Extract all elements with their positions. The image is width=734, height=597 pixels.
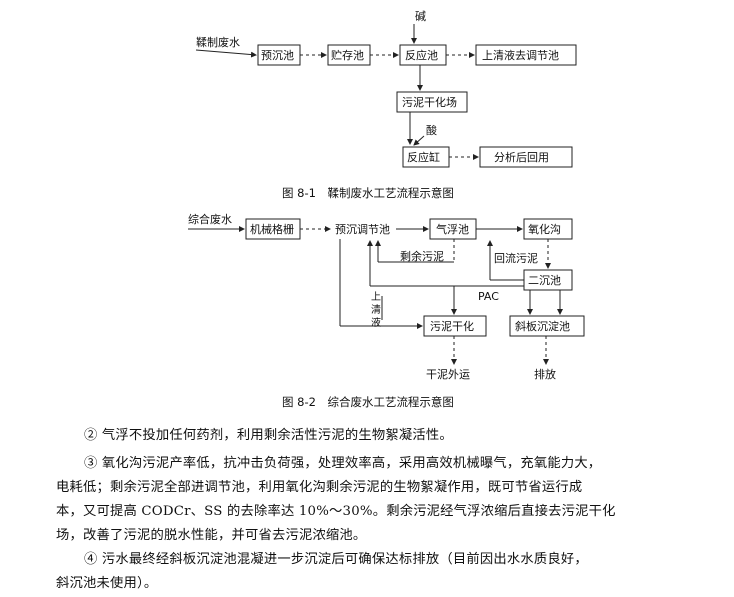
d2-supernatant-char-3: 液 [371,316,381,329]
figure-caption-8-1: 图 8-1 鞣制废水工艺流程示意图 [282,186,454,200]
paragraph-item-2: ② 气浮不投加任何药剂，利用剩余活性污泥的生物絮凝活性。 [84,428,453,443]
d2-supernatant-char-1: 上 [371,291,381,303]
figure-caption-8-2: 图 8-2 综合废水工艺流程示意图 [282,395,454,409]
d2-pre-adjust-label: 预沉调节池 [335,223,390,236]
d2-oxidation-label: 氧化沟 [528,222,561,236]
d1-acid-label: 酸 [426,123,437,137]
d1-reactor-label: 反应池 [405,48,438,62]
d2-clarifier-label: 二沉池 [528,274,561,287]
paragraph-item-4-line-1: ④ 污水最终经斜板沉淀池混凝进一步沉淀后可确保达标排放（目前因出水水质良好， [84,552,588,567]
d1-sludge-dry-box [396,91,468,113]
d1-reuse-label: 分析后回用 [494,150,549,164]
diagram-combined-wastewater: 综合废水 机械格栅 预沉调节池 气浮池 氧化沟 二沉池 回流污泥 剩余污泥 PA… [188,212,585,381]
d2-supernatant-char-2: 清 [371,303,381,316]
paragraph-item-3-line-2: 电耗低；剩余污泥全部进调节池，利用氧化沟剩余污泥的生物絮凝作用，既可节省运行成 [56,480,583,495]
d2-dry-out-label: 干泥外运 [426,368,470,381]
paragraph-item-3-line-3: 本，又可提高 CODCr、SS 的去除率达 10%～30%。剩余污泥经气浮浓缩后… [56,504,616,519]
d2-sludge-dry-box [423,315,487,337]
d1-reactor2-label: 反应缸 [407,150,440,164]
d1-supernatant-label: 上清液去调节池 [482,48,559,62]
d1-sludge-dry-label: 污泥干化场 [402,95,457,109]
d2-inclined-box [509,315,585,337]
d2-source-label: 综合废水 [188,212,232,226]
d1-alkali-label: 碱 [415,10,426,23]
d1-supernatant-box [475,44,577,66]
d1-pre-settle-label: 预沉池 [261,49,294,62]
d1-reuse-box [479,146,573,168]
d2-sludge-dry-label: 污泥干化 [430,319,474,333]
diagram-tanning-wastewater: 鞣制废水 预沉池 贮存池 碱 反应池 上清液去调节池 污泥干化场 酸 反应缸 分… [195,10,577,168]
d2-flotation-label: 气浮池 [436,222,469,236]
process-diagrams: 鞣制废水 预沉池 贮存池 碱 反应池 上清液去调节池 污泥干化场 酸 反应缸 分… [188,10,585,381]
d2-grille-label: 机械格栅 [250,222,294,236]
paragraph-item-3-line-4: 场，改善了污泥的脱水性能，并可省去污泥浓缩池。 [56,528,367,543]
d1-source-label: 鞣制废水 [196,35,240,49]
d2-surplus-label: 剩余污泥 [400,249,444,263]
d2-pac-label: PAC [478,290,499,303]
d2-return-label: 回流污泥 [494,251,538,265]
paragraph-item-4-line-2: 斜沉池未使用）。 [56,576,158,591]
d2-discharge-label: 排放 [534,367,556,381]
paragraph-item-3-line-1: ③ 氧化沟污泥产率低，抗冲击负荷强，处理效率高，采用高效机械曝气，充氧能力大， [84,456,602,471]
d1-storage-label: 贮存池 [331,48,364,62]
d2-inclined-label: 斜板沉淀池 [515,319,570,333]
